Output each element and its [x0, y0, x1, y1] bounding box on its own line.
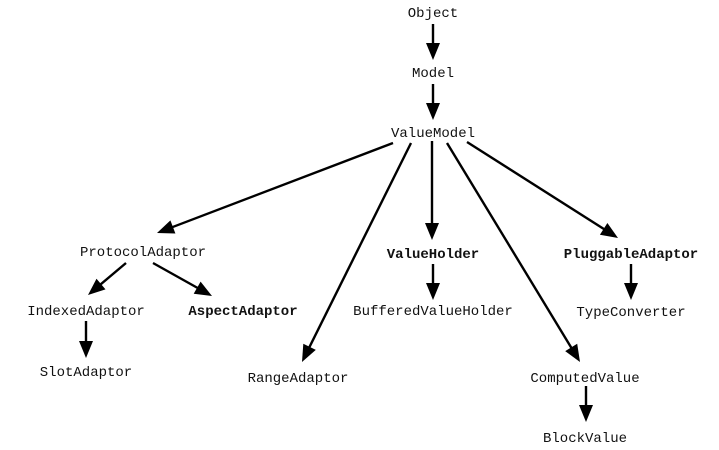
arrowhead-icon [302, 343, 316, 362]
node-slot-adaptor: SlotAdaptor [40, 365, 132, 381]
node-value-model: ValueModel [391, 126, 475, 142]
edge-line [165, 141, 394, 231]
node-block-value: BlockValue [543, 431, 627, 447]
edge-model-to-valuemodel [426, 84, 440, 120]
edge-line [152, 261, 204, 293]
arrowhead-icon [426, 103, 440, 120]
edge-valuemodel-to-protocoladaptor [157, 141, 394, 234]
edge-valuemodel-to-pluggableadaptor [466, 140, 618, 238]
arrowhead-icon [193, 281, 212, 296]
node-type-converter: TypeConverter [576, 305, 685, 321]
edge-computedvalue-to-blockvalue [579, 386, 593, 422]
edges [79, 24, 638, 422]
edge-indexedadaptor-to-slotadaptor [79, 321, 93, 358]
node-indexed-adaptor: IndexedAdaptor [27, 304, 145, 320]
arrowhead-icon [624, 283, 638, 300]
edge-line [305, 142, 413, 354]
arrowhead-icon [599, 223, 618, 238]
arrowhead-icon [565, 343, 580, 362]
node-value-holder: ValueHolder [387, 247, 479, 263]
arrowhead-icon [157, 220, 176, 234]
arrowhead-icon [79, 341, 93, 358]
node-aspect-adaptor: AspectAdaptor [188, 304, 297, 320]
edge-valuemodel-to-computedvalue [445, 142, 580, 362]
node-object: Object [408, 6, 458, 22]
edge-pluggableadaptor-to-typeconverter [624, 264, 638, 300]
edge-valuemodel-to-rangeadaptor [302, 142, 413, 362]
edge-protocoladaptor-to-indexedadaptor [88, 262, 127, 295]
arrowhead-icon [579, 405, 593, 422]
edge-line [466, 140, 611, 234]
edge-valueholder-to-bufferedvalueholder [426, 264, 440, 300]
node-model: Model [412, 66, 454, 82]
arrowhead-icon [426, 43, 440, 60]
node-buffered-value-holder: BufferedValueHolder [353, 304, 513, 320]
node-protocol-adaptor: ProtocolAdaptor [80, 245, 206, 261]
node-pluggable-adaptor: PluggableAdaptor [564, 247, 698, 263]
node-computed-value: ComputedValue [530, 371, 639, 387]
edge-valuemodel-to-valueholder [425, 141, 439, 240]
arrowhead-icon [88, 278, 106, 295]
edge-line [445, 142, 576, 355]
arrowhead-icon [426, 283, 440, 300]
arrowhead-icon [425, 223, 439, 240]
edge-object-to-model [426, 24, 440, 60]
node-range-adaptor: RangeAdaptor [248, 371, 349, 387]
edge-protocoladaptor-to-aspectadaptor [152, 261, 212, 296]
